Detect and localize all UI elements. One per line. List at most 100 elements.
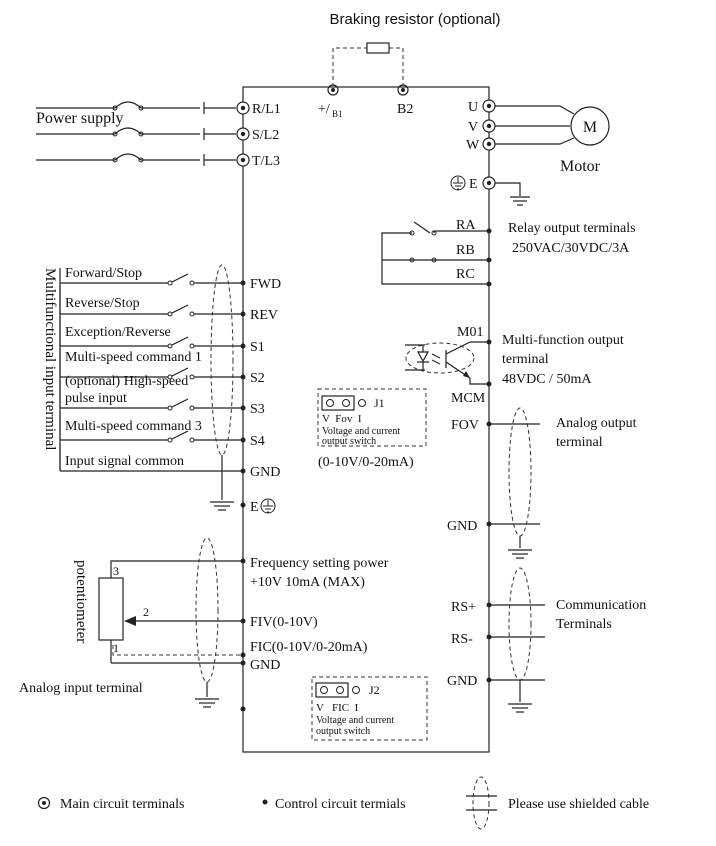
terminal-b1-sub: B1: [332, 109, 343, 119]
pot-pin-3: 3: [113, 564, 119, 578]
input-label-2: pulse input: [65, 391, 127, 406]
analog-input-label: Analog input terminal: [19, 681, 143, 696]
terminal-s-l2-label: S/L2: [252, 128, 279, 143]
input-terminal-label: S1: [250, 340, 265, 355]
terminal-w: [482, 137, 496, 151]
input-terminal-label: REV: [250, 308, 278, 323]
input-row-s2: Multi-speed command 1 S2: [59, 349, 265, 386]
j2-desc-1: Voltage and current: [316, 715, 394, 726]
input-label: Multi-speed command 3: [65, 419, 202, 434]
analog-out-ground: [508, 536, 532, 559]
analog-out-shield: [508, 407, 532, 537]
mo-desc-2: terminal: [502, 352, 549, 367]
terminal-earth-top: [482, 176, 496, 190]
j1-label: J1: [374, 396, 385, 410]
terminal-r-l1: [236, 101, 250, 115]
earth-mid-icon: [260, 498, 276, 514]
freq-fic: FIC(0-10V/0-20mA): [250, 640, 368, 655]
potentiometer-label: potentiometer: [73, 560, 89, 643]
j2-label: J2: [369, 683, 380, 697]
terminal-earth-mid: [240, 502, 246, 508]
terminal-b1-label: +/: [318, 102, 330, 117]
inputs-shield-ground: [210, 455, 234, 511]
legend-main-icon: [37, 796, 51, 810]
pot-pin-2: 2: [143, 605, 149, 619]
mo-rating: 48VDC / 50mA: [502, 372, 592, 387]
relay-rating: 250VAC/30VDC/3A: [512, 241, 630, 256]
j1-desc-1: Voltage and current: [322, 426, 400, 437]
input-terminal-label: GND: [250, 465, 280, 480]
braking-resistor-label: Braking resistor (optional): [330, 11, 501, 28]
terminal-extra: [240, 706, 246, 712]
j2-desc-2: output switch: [316, 726, 370, 737]
input-terminal-label: S2: [250, 371, 265, 386]
power-line-2: [36, 127, 236, 140]
terminal-gnd-input: [240, 468, 246, 474]
analog-out-label-2: terminal: [556, 435, 603, 450]
terminal-rc-label: RC: [456, 267, 475, 282]
mo-desc-1: Multi-function output: [502, 333, 624, 348]
terminal-fov-label: FOV: [451, 418, 479, 433]
comm-shield: [508, 567, 532, 681]
legend-control-icon: [262, 799, 268, 805]
earth-mid-label: E: [250, 500, 259, 515]
earth-top-label: E: [469, 177, 478, 192]
input-label: Reverse/Stop: [65, 296, 140, 311]
terminal-s3-input: [240, 405, 246, 411]
motor-label: Motor: [560, 158, 601, 175]
inverter-box: [242, 86, 490, 753]
input-label: Exception/Reverse: [65, 325, 171, 340]
j2-jumper: [315, 682, 360, 698]
legend-main-label: Main circuit terminals: [60, 797, 184, 812]
input-label: (optional) High-speed: [65, 374, 188, 389]
terminal-gnd-ao-label: GND: [447, 519, 477, 534]
terminal-m01-label: M01: [457, 325, 483, 340]
legend-shield-icon: [466, 776, 497, 830]
terminal-s-l2: [236, 127, 250, 141]
freq-power-2: +10V 10mA (MAX): [250, 575, 365, 590]
analog-out-label-1: Analog output: [556, 416, 637, 431]
legend-shield-label: Please use shielded cable: [508, 797, 649, 812]
terminal-s2-input: [240, 374, 246, 380]
terminal-fwd-input: [240, 280, 246, 286]
j1-desc-2: output switch: [322, 436, 376, 447]
input-label: Input signal common: [65, 454, 184, 469]
power-supply-label: Power supply: [36, 110, 124, 127]
freq-fiv: FIV(0-10V): [250, 615, 318, 630]
input-terminal-label: S4: [250, 434, 265, 449]
terminal-rb-label: RB: [456, 243, 475, 258]
j1-pins: V Fov I: [322, 413, 362, 425]
input-label: Multi-speed command 1: [65, 350, 202, 365]
input-terminal-label: S3: [250, 402, 265, 417]
braking-wire-left: [332, 47, 367, 87]
terminal-gnd-comm-label: GND: [447, 674, 477, 689]
terminal-r-l1-label: R/L1: [252, 102, 281, 117]
optocoupler-symbol: [405, 341, 489, 385]
power-line-1: [36, 101, 236, 114]
terminal-s1-input: [240, 343, 246, 349]
j2-switch-box: [311, 676, 428, 741]
ground-symbol-top: [495, 182, 530, 206]
terminal-rs-minus-label: RS-: [451, 632, 473, 647]
terminal-w-label: W: [466, 138, 480, 153]
terminal-fic: [240, 652, 246, 658]
terminal-t-l3-label: T/L3: [252, 154, 280, 169]
relay-contacts: [381, 221, 489, 285]
terminal-v-label: V: [468, 120, 478, 135]
input-terminal-label: FWD: [250, 277, 281, 292]
terminal-mcm-label: MCM: [451, 391, 486, 406]
relay-title: Relay output terminals: [508, 221, 636, 236]
braking-resistor-symbol: [366, 42, 390, 54]
freq-power-1: Frequency setting power: [250, 556, 389, 571]
j1-switch-box: [317, 388, 427, 447]
terminal-s4-input: [240, 437, 246, 443]
motor-wires: [495, 105, 575, 145]
motor-symbol-label: M: [583, 119, 597, 136]
terminal-v: [482, 119, 496, 133]
